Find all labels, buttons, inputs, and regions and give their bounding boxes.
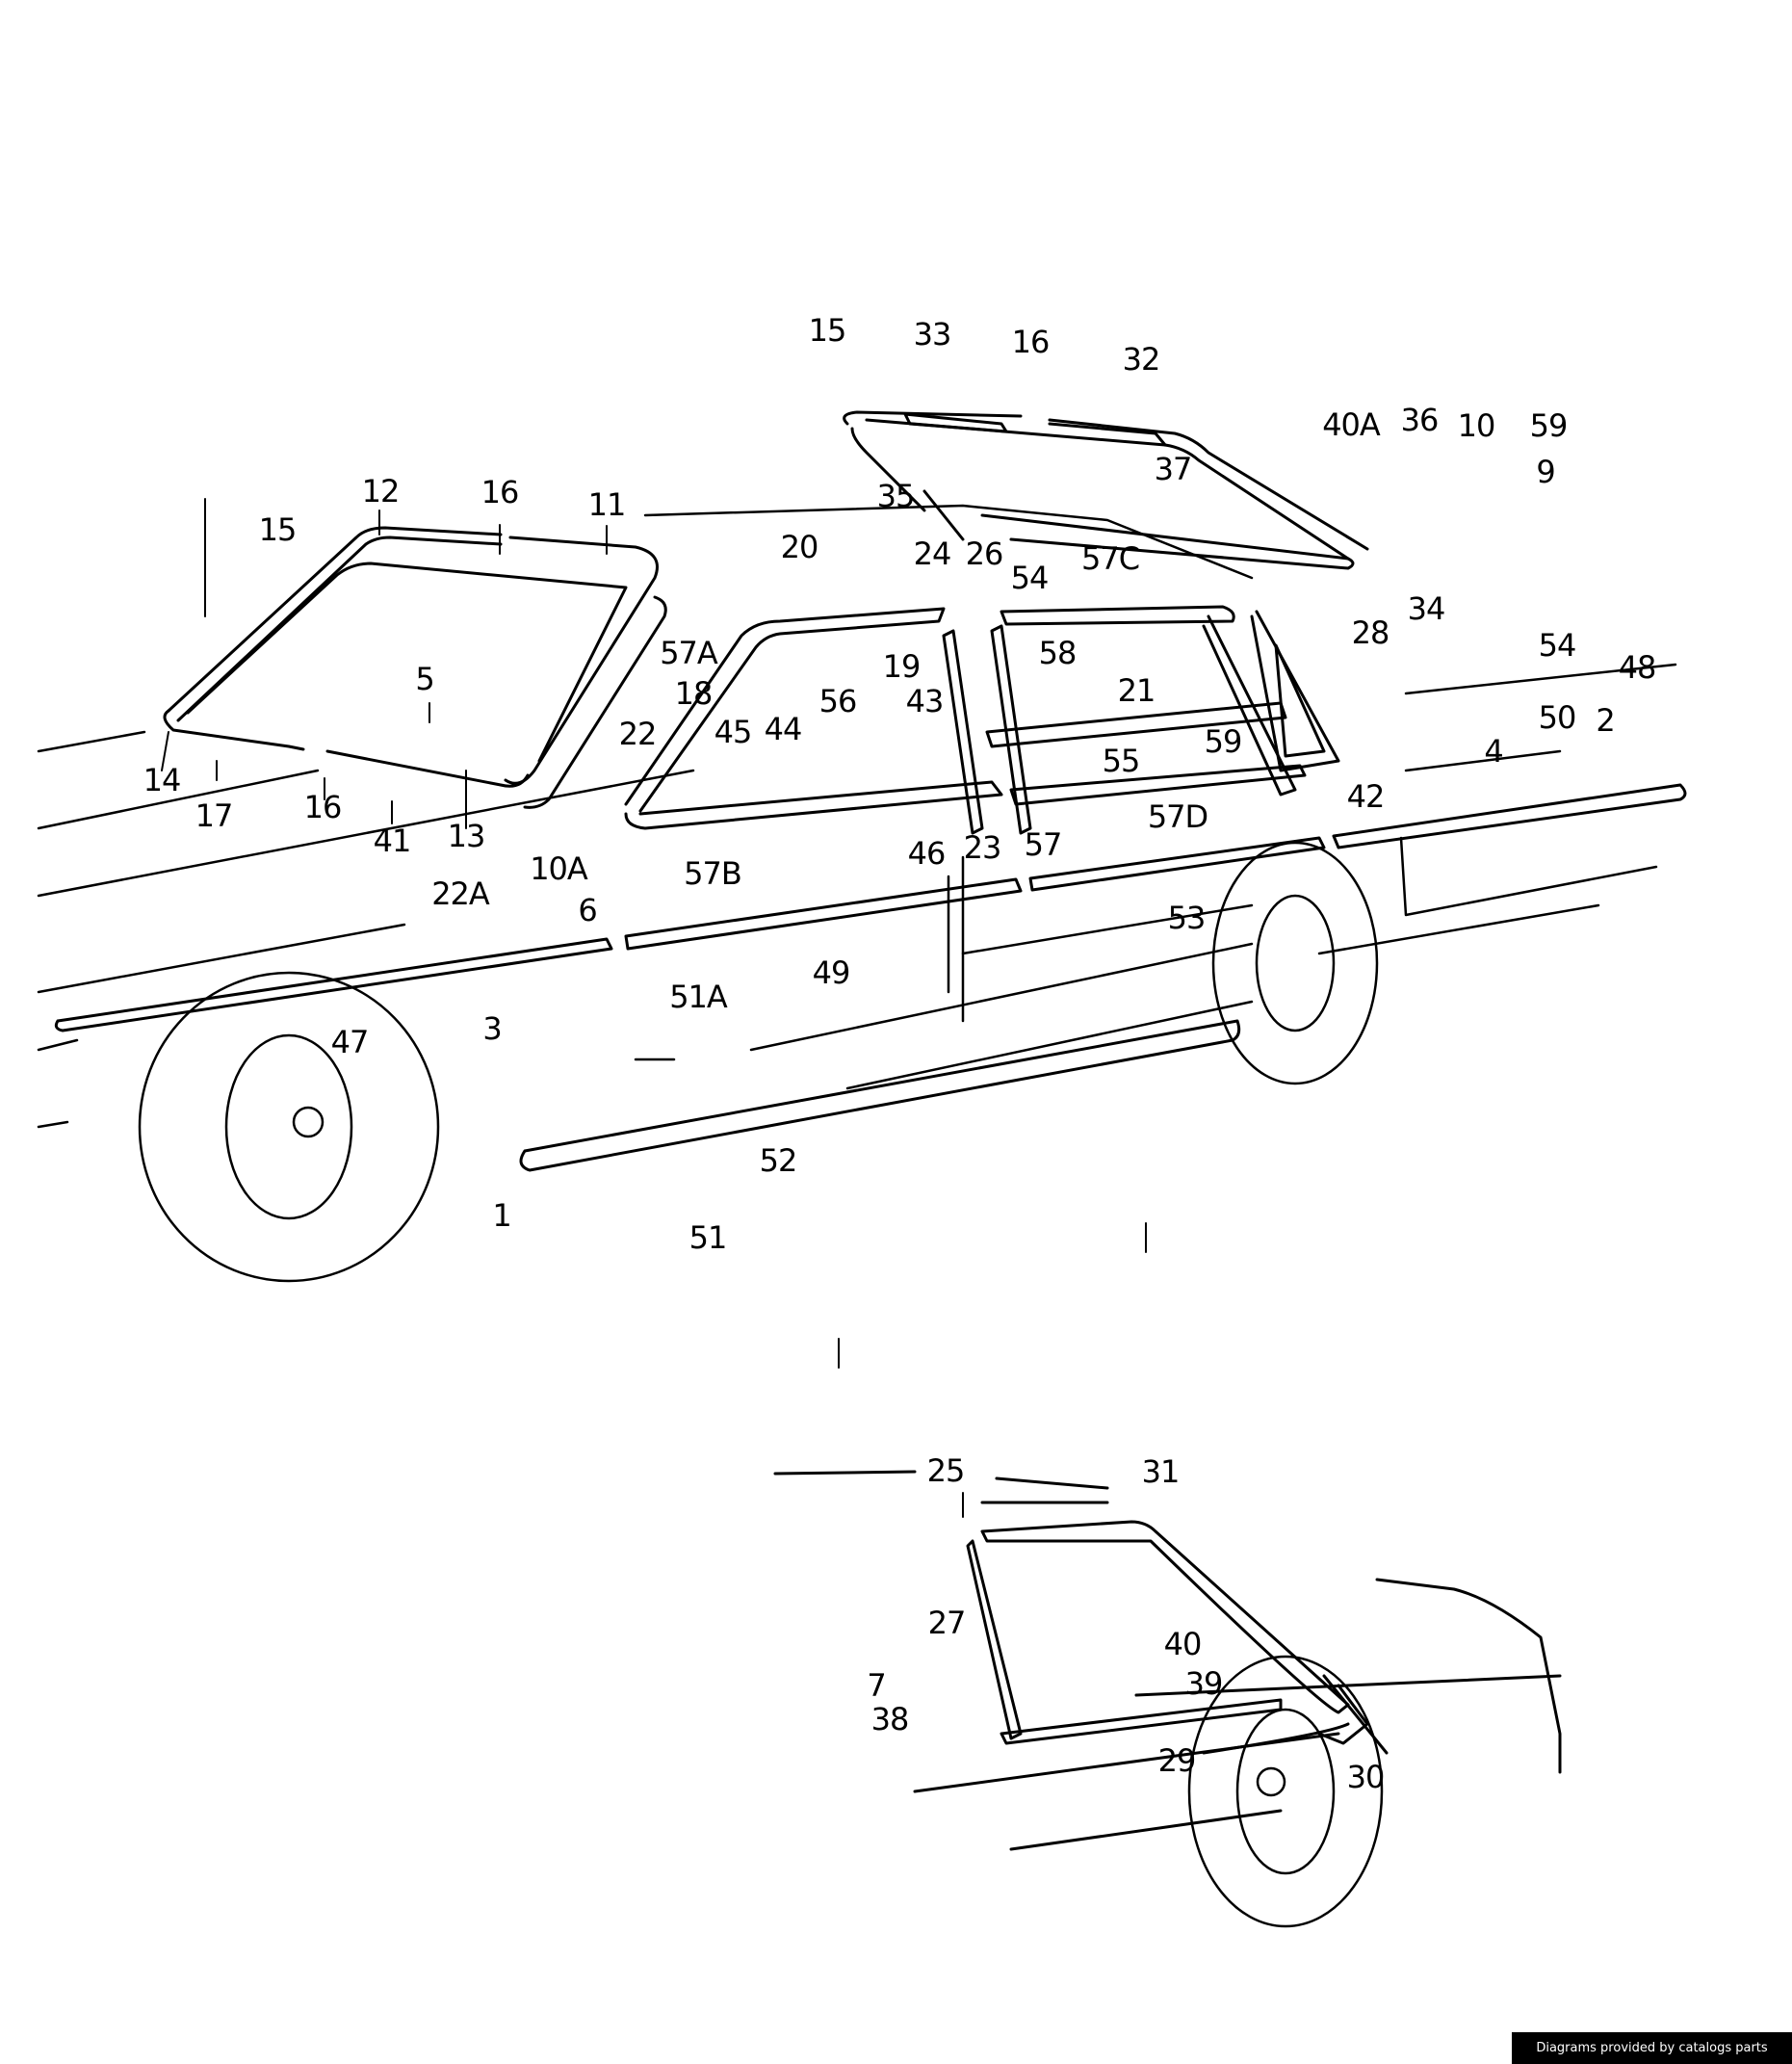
callout-10: 10 — [1457, 407, 1496, 444]
callout-55: 55 — [1102, 743, 1141, 779]
windshield-frame — [163, 526, 667, 809]
callout-15-rear: 15 — [808, 312, 847, 349]
callout-22: 22 — [618, 716, 658, 752]
callout-51: 51 — [688, 1219, 728, 1256]
rear-quarter-view — [773, 1470, 1562, 1851]
callout-57d: 57D — [1147, 798, 1208, 835]
callout-16-rear: 16 — [1011, 324, 1051, 360]
callout-37: 37 — [1154, 451, 1193, 487]
car-body-outline — [37, 504, 1677, 1129]
callout-15-front: 15 — [258, 511, 298, 548]
callout-42: 42 — [1346, 778, 1386, 815]
callout-58: 58 — [1038, 635, 1078, 671]
callout-24: 24 — [913, 536, 952, 572]
callout-12: 12 — [361, 473, 401, 509]
callout-23: 23 — [963, 829, 1002, 866]
callout-29: 29 — [1157, 1742, 1197, 1779]
callout-31: 31 — [1141, 1453, 1181, 1490]
callout-52: 52 — [759, 1142, 798, 1179]
callout-5: 5 — [415, 661, 434, 697]
callout-11: 11 — [587, 486, 627, 523]
rear-window-frame — [843, 410, 1369, 570]
callout-33: 33 — [913, 316, 952, 353]
callout-27: 27 — [927, 1605, 967, 1641]
callout-21: 21 — [1117, 672, 1156, 709]
callout-39: 39 — [1184, 1665, 1224, 1702]
callout-36: 36 — [1400, 402, 1440, 438]
callout-47: 47 — [330, 1024, 370, 1060]
callout-14: 14 — [143, 762, 182, 798]
callout-57b: 57B — [684, 855, 742, 892]
callout-49: 49 — [812, 954, 851, 991]
callout-26: 26 — [965, 536, 1004, 572]
callout-54-kit: 54 — [1538, 627, 1577, 664]
side-window-frames — [624, 605, 1340, 835]
callout-6: 6 — [578, 892, 597, 928]
callout-1: 1 — [492, 1197, 511, 1234]
callout-59-window: 59 — [1204, 723, 1243, 760]
callout-45: 45 — [714, 714, 753, 750]
callout-4: 4 — [1484, 733, 1503, 770]
callout-16-front-top: 16 — [480, 474, 520, 510]
callout-46: 46 — [907, 835, 947, 872]
callout-43: 43 — [905, 683, 945, 719]
callout-41: 41 — [373, 823, 412, 859]
leader-lines — [161, 498, 1147, 1518]
callout-28: 28 — [1351, 614, 1390, 651]
callout-25: 25 — [926, 1452, 966, 1489]
callout-40: 40 — [1163, 1626, 1203, 1662]
callout-17: 17 — [195, 797, 234, 834]
callout-3: 3 — [482, 1010, 502, 1047]
callout-32: 32 — [1122, 341, 1161, 378]
callout-50: 50 — [1538, 699, 1577, 736]
callout-10a: 10A — [530, 850, 588, 887]
callout-44: 44 — [764, 711, 803, 747]
callout-51a: 51A — [669, 979, 728, 1015]
callout-57: 57 — [1024, 826, 1063, 863]
callout-7: 7 — [867, 1667, 886, 1704]
callout-16-front-bottom: 16 — [303, 789, 343, 825]
callout-9: 9 — [1536, 454, 1555, 490]
callout-19: 19 — [882, 648, 922, 685]
callout-59-kit: 59 — [1529, 407, 1569, 444]
callout-2: 2 — [1596, 702, 1615, 739]
callout-13: 13 — [447, 818, 486, 854]
callout-56: 56 — [818, 683, 858, 719]
callout-53: 53 — [1167, 900, 1207, 936]
diagram-credit: Diagrams provided by catalogs parts — [1512, 2032, 1792, 2064]
callout-57c: 57C — [1080, 540, 1140, 577]
callout-57a: 57A — [660, 635, 718, 671]
callout-40a: 40A — [1322, 406, 1381, 443]
wheels — [138, 841, 1384, 1928]
side-mouldings — [54, 783, 1687, 1172]
callout-54-window: 54 — [1010, 560, 1050, 596]
callout-22a: 22A — [431, 875, 490, 912]
callout-38: 38 — [870, 1701, 910, 1737]
callout-20: 20 — [780, 529, 819, 565]
callout-18: 18 — [674, 675, 714, 712]
callout-34: 34 — [1407, 590, 1446, 627]
callout-48: 48 — [1618, 649, 1657, 686]
callout-35: 35 — [876, 478, 916, 514]
callout-30: 30 — [1346, 1759, 1386, 1795]
